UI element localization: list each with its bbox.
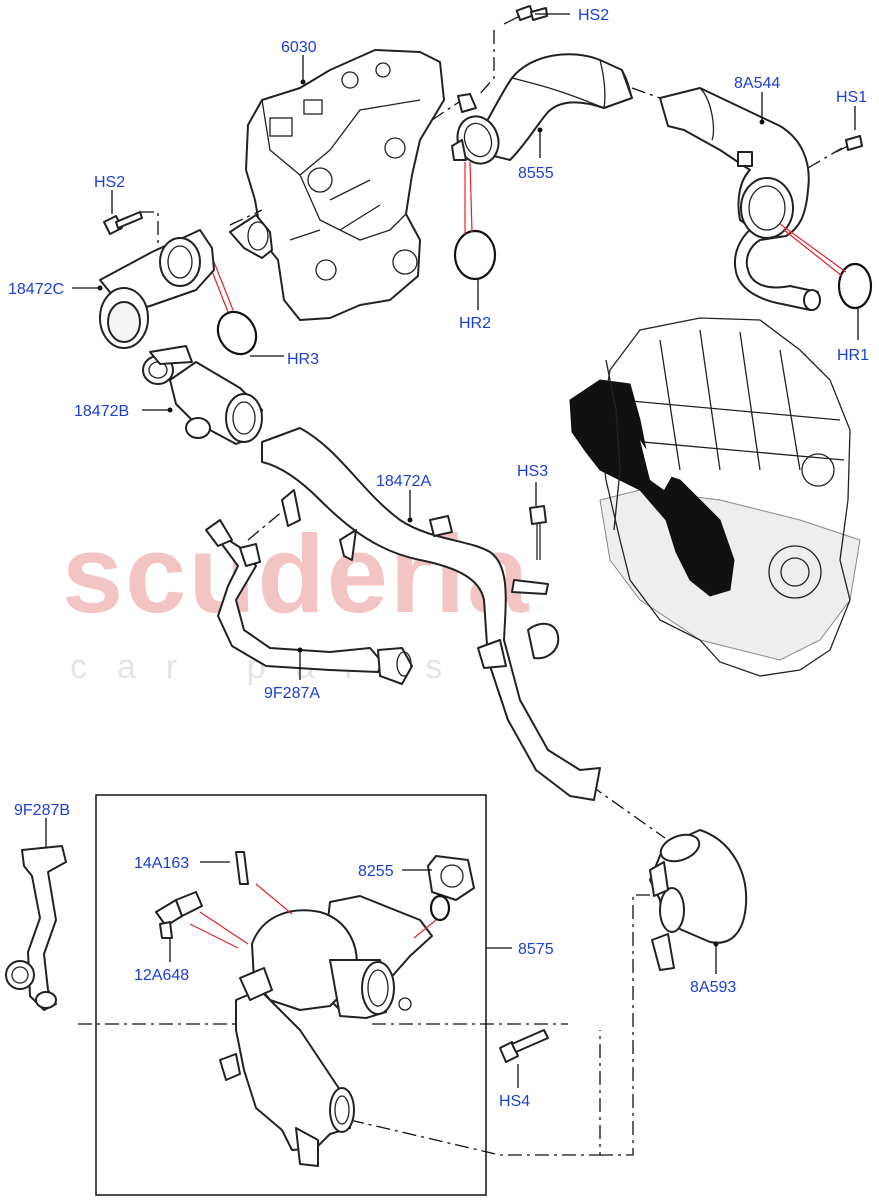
connector-line <box>477 30 495 97</box>
connector-line <box>600 894 650 1156</box>
leader-dot <box>407 517 413 523</box>
coolant-hose-8a593 <box>649 829 748 971</box>
retaining-clip-14a163 <box>235 851 249 885</box>
leader-dot <box>297 647 303 653</box>
seal-leader-line <box>469 161 473 233</box>
engine-illustration <box>569 317 861 677</box>
coolant-elbow-18472b <box>142 345 263 445</box>
label-hs3: HS3 <box>517 463 548 480</box>
bolt-hs2-top <box>503 4 548 25</box>
o-ring-hr1 <box>837 262 873 310</box>
label-hs1: HS1 <box>836 89 867 106</box>
connector-line <box>431 99 463 121</box>
connector-line <box>229 209 263 226</box>
bolt-hs3 <box>529 505 547 560</box>
bolt-hs1 <box>835 135 863 153</box>
connector-line <box>589 784 666 839</box>
label-6030: 6030 <box>281 39 317 56</box>
seal-leader-line <box>189 923 239 949</box>
coolant-hose-9f287b <box>5 845 67 1011</box>
connector-line <box>247 504 291 541</box>
connector-line <box>140 211 159 250</box>
gasket-8255 <box>427 855 475 922</box>
seal-leader-line <box>213 261 234 311</box>
leader-dot <box>759 119 765 125</box>
seal-leader-line <box>209 265 229 313</box>
label-18472b: 18472B <box>74 403 129 420</box>
label-hr1: HR1 <box>837 347 869 364</box>
label-8a544: 8A544 <box>734 75 780 92</box>
label-hr2: HR2 <box>459 315 491 332</box>
seal-leader-line <box>779 223 847 273</box>
label-12a648: 12A648 <box>134 967 189 984</box>
leader-dot <box>97 285 103 291</box>
leader-dot <box>167 407 173 413</box>
seal-leader-line <box>199 911 249 945</box>
label-8255: 8255 <box>358 863 394 880</box>
label-hr3: HR3 <box>287 351 319 368</box>
coolant-outlet-18472c <box>99 214 273 349</box>
connector-line <box>631 87 661 99</box>
seal-leader-line <box>783 229 843 277</box>
coolant-pipe-18472a <box>261 427 601 801</box>
label-9f287a: 9F287A <box>264 685 320 702</box>
label-hs2-top: HS2 <box>578 7 609 24</box>
coolant-hose-8555 <box>451 53 633 165</box>
seal-leader-line <box>255 883 293 915</box>
o-ring-hr3 <box>216 310 258 356</box>
watermark-main: scuderia <box>62 513 530 636</box>
bolt-hs2-left <box>103 211 143 235</box>
connector-line <box>349 1030 601 1156</box>
label-8a593: 8A593 <box>690 979 736 996</box>
label-hs2-left: HS2 <box>94 174 125 191</box>
o-ring-hr2 <box>453 229 497 281</box>
thermostat-housing <box>219 895 433 1167</box>
coolant-housing-6030 <box>245 49 445 321</box>
assembly-frame-8575 <box>95 794 487 1196</box>
label-hs4: HS4 <box>499 1093 530 1110</box>
label-14a163: 14A163 <box>134 855 189 872</box>
label-8555: 8555 <box>518 165 554 182</box>
coolant-pipe-8a544 <box>659 87 821 311</box>
coolant-hose-9f287a <box>205 519 413 685</box>
seal-leader-line <box>413 919 437 939</box>
label-18472c: 18472C <box>8 281 64 298</box>
leader-dot <box>300 79 306 85</box>
leader-dot <box>713 941 719 947</box>
bolt-hs4 <box>499 1029 549 1063</box>
label-8575: 8575 <box>518 941 554 958</box>
temperature-sensor-12a648 <box>155 891 203 939</box>
leader-dot <box>537 127 543 133</box>
label-18472a: 18472A <box>376 473 431 490</box>
label-9f287b: 9F287B <box>14 802 70 819</box>
